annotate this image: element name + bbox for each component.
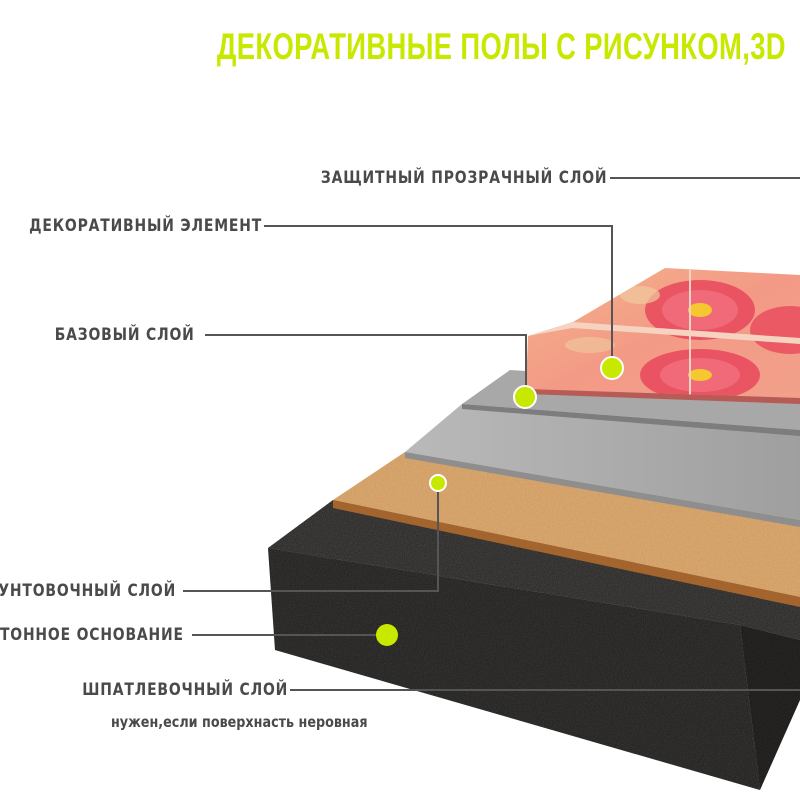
leader-decorative bbox=[264, 225, 613, 368]
primer-layer-shape bbox=[333, 452, 800, 607]
leader-lines bbox=[183, 177, 800, 691]
leader-base bbox=[205, 334, 527, 395]
label-primer-layer: ГРУНТОВОЧНЫЙ СЛОЙ bbox=[0, 581, 176, 601]
label-base-layer: БАЗОВЫЙ СЛОЙ bbox=[55, 325, 195, 345]
decorative-tiles bbox=[526, 268, 800, 404]
marker-base bbox=[513, 385, 537, 409]
label-protective-layer: ЗАЩИТНЫЙ ПРОЗРАЧНЫЙ СЛОЙ bbox=[320, 168, 607, 188]
label-putty-layer: ШПАТЛЕВОЧНЫЙ СЛОЙ bbox=[82, 680, 288, 700]
markers bbox=[376, 356, 624, 646]
putty-note: нужен,если поверхнасть неровная bbox=[111, 713, 368, 731]
base-layer-shape bbox=[405, 404, 800, 527]
leader-primer bbox=[183, 483, 439, 592]
marker-decorative bbox=[600, 356, 624, 380]
page-title: ДЕКОРАТИВНЫЕ ПОЛЫ С РИСУНКОМ,3D bbox=[216, 26, 786, 67]
marker-concrete bbox=[376, 624, 398, 646]
label-decorative-element: ДЕКОРАТИВНЫЙ ЭЛЕМЕНТ bbox=[29, 216, 262, 236]
flower-pattern bbox=[565, 280, 800, 398]
marker-primer bbox=[429, 474, 447, 492]
label-concrete-base: БЕТОННОЕ ОСНОВАНИЕ bbox=[0, 625, 184, 645]
